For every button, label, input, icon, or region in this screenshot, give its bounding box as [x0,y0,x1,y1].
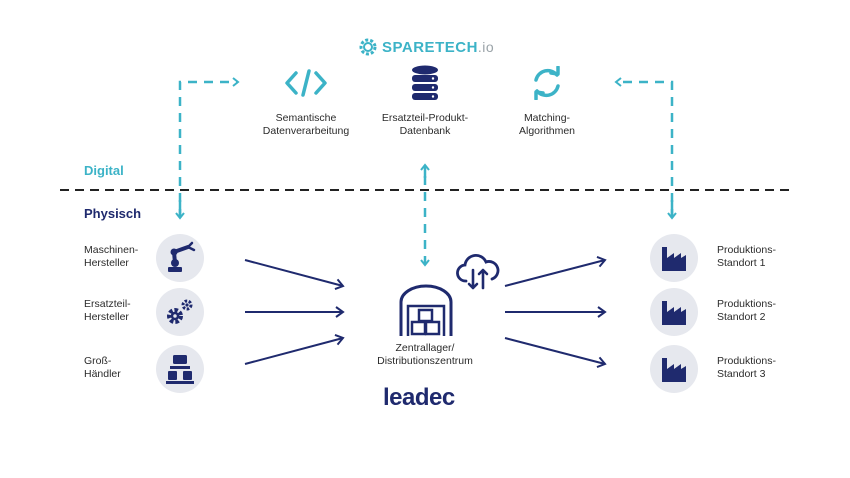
target-label-site-1: Produktions- Standort 1 [717,244,776,269]
source-label-wholesalers: Groß- Händler [84,355,121,380]
source-label-part-makers: Ersatzteil- Hersteller [84,298,131,323]
zone-label-physical: Physisch [84,206,142,221]
sparetech-logo: SPARETECH.io [358,36,494,58]
source-label-machine-makers: Maschinen- Hersteller [84,244,139,269]
factory-icon [662,358,686,382]
leadec-logo: leadec [383,384,455,411]
target-node-site-1 [650,234,698,282]
digital-node-label-database: Ersatzteil-Produkt- Datenbank [381,112,469,137]
brand-name: SPARETECH [382,38,478,56]
target-node-site-3 [650,345,698,393]
refresh-cycle-icon [534,66,560,100]
factory-icon [662,247,686,271]
wholesale-boxes-icon [166,355,194,384]
source-node-part-makers [156,288,204,336]
gear-logo-icon [359,38,377,56]
source-node-wholesalers [156,345,204,393]
cloud-sync-icon [456,253,500,290]
hub-label: Zentrallager/ Distributionszentrum [377,342,473,367]
flow-arrow-source-1 [244,259,345,290]
target-node-site-2 [650,288,698,336]
factory-icon [662,301,686,325]
dashed-link-right [614,77,674,218]
source-node-machine-makers [156,234,204,282]
dashed-link-left [178,77,240,218]
code-brackets-icon [285,69,327,97]
brand-suffix: .io [477,38,495,55]
target-label-site-3: Produktions- Standort 3 [717,355,776,380]
flow-arrow-source-3 [244,334,345,365]
database-icon [412,65,438,100]
digital-node-label-semantic: Semantische Datenverarbeitung [262,112,350,137]
target-label-site-2: Produktions- Standort 2 [717,298,776,323]
robot-arm-icon [168,241,196,272]
flow-arrow-target-1 [504,255,607,287]
digital-node-label-matching: Matching- Algorithmen [518,112,576,137]
flow-arrow-target-3 [504,337,607,369]
zone-label-digital: Digital [84,163,124,178]
gears-icon [167,299,193,324]
warehouse-icon [399,284,453,336]
